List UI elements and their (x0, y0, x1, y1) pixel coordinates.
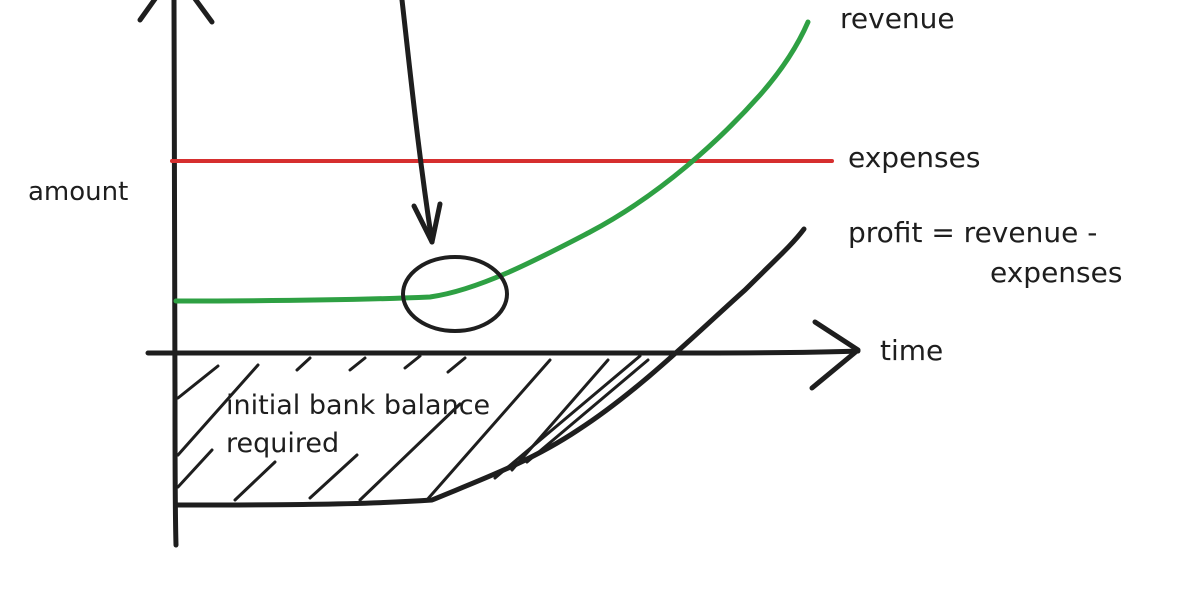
y-axis (171, 0, 179, 548)
inflection-circle (401, 255, 509, 333)
profit-curve (173, 226, 807, 508)
revenue-label: revenue (840, 2, 955, 35)
x-axis (145, 348, 861, 356)
pointer-arrow (399, 0, 435, 245)
revenue-curve (173, 19, 811, 304)
profit-label-line2: expenses (990, 256, 1122, 289)
bank-label-line2: required (226, 428, 339, 459)
expenses-label: expenses (848, 141, 980, 174)
bank-label-line1: initial bank balance (226, 390, 490, 421)
x-axis-arrowhead (809, 319, 861, 391)
time-label: time (880, 334, 943, 367)
y-axis-arrowhead (137, 0, 215, 25)
profit-label-line1: profit = revenue - (848, 216, 1097, 249)
amount-label: amount (28, 177, 128, 207)
pointer-arrowhead (411, 201, 443, 245)
initial-balance-hatch (176, 354, 650, 503)
